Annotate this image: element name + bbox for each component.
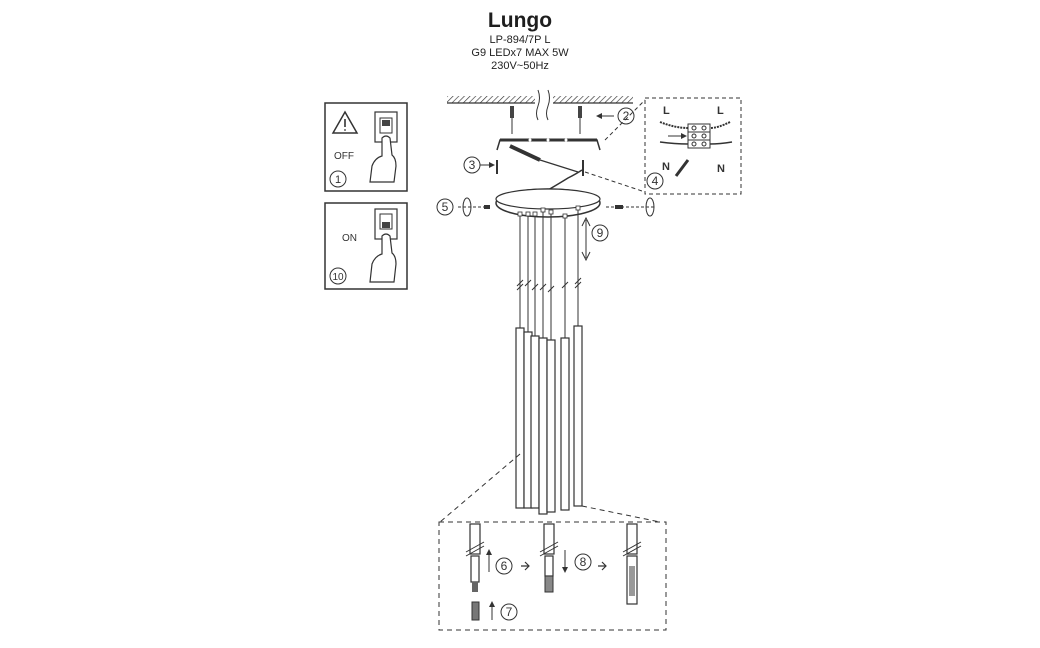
step-2-label: 2 [623,109,630,123]
step-6-label: 6 [501,559,508,573]
cord-3 [531,211,539,336]
hand-pressing-switch-icon [369,233,397,283]
arrow-right-icon [598,561,607,571]
cord-2 [524,211,532,332]
tube-6 [560,337,570,511]
wire-live-right-label: L [717,105,724,117]
tube-1 [515,327,525,509]
pendant-tubes [515,325,583,515]
mounting-bracket [496,138,601,151]
wall-plug-left [510,106,514,134]
g9-bulb-icon [471,601,480,621]
tube-open-icon [465,523,485,592]
switch-on-panel: ON 10 [324,202,408,290]
cord-4 [539,207,547,338]
tube-with-bulb-icon [539,523,559,593]
pendant-cords [516,205,582,340]
tube-7 [573,325,583,507]
step-8-label: 8 [580,555,587,569]
wall-plug-right [578,106,582,134]
cord-7 [574,205,582,326]
wire-live-left-label: L [663,105,670,117]
product-bulb-spec: G9 LEDx7 MAX 5W [471,47,569,59]
step-10-label: 10 [332,272,344,283]
tube-assembled-icon [622,523,642,605]
wire-neutral-left-label: N [662,161,670,173]
step-7-label: 7 [506,605,513,619]
wiring-inset: L L N N 4 [584,97,742,195]
power-cable [547,169,583,191]
step-1-label: 1 [335,174,341,186]
step-4-label: 4 [652,174,659,188]
tube-5 [546,339,556,513]
product-voltage: 230V~50Hz [491,60,549,72]
height-adjust-arrow [581,216,591,262]
screwdriver-icon [509,144,579,173]
step-3-label: 3 [469,158,476,172]
canopy [495,188,601,218]
screws [496,160,584,176]
product-name: Lungo [487,9,553,32]
terminal-block-icon [687,123,711,149]
wire-neutral-right-label: N [717,163,725,175]
ceiling [447,89,633,121]
warning-triangle-icon [331,110,359,134]
switch-on-label: ON [342,233,357,244]
product-model: LP-894/7P L [489,34,551,46]
tube-4 [538,337,548,515]
switch-off-panel: OFF 1 [324,102,408,192]
switch-off-label: OFF [334,151,354,162]
hand-pressing-switch-icon [369,135,397,183]
cord-6 [561,213,569,338]
product-header: Lungo LP-894/7P L G9 LEDx7 MAX 5W 230V~5… [0,8,1040,73]
cord-5 [547,209,555,340]
step-5-label: 5 [442,200,449,214]
bulb-replacement-inset: 6 7 8 [438,453,667,631]
cord-1 [516,211,524,328]
arrow-right-icon [521,561,530,571]
tube-3 [530,335,540,509]
step-9-label: 9 [597,226,604,240]
